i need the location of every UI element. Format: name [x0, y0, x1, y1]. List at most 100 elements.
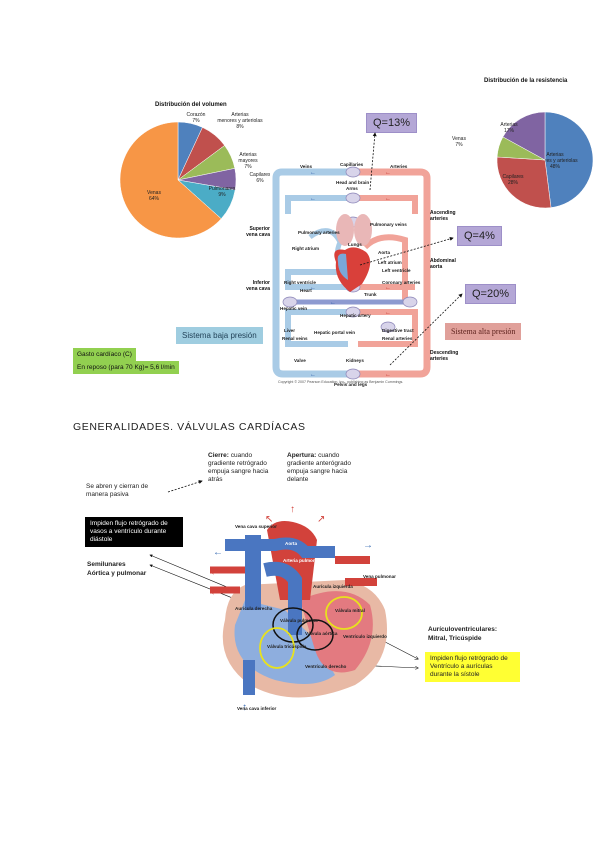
pie-slice-arterias [502, 111, 546, 161]
label-aorta: Aorta [378, 250, 390, 255]
label-veins: Veins [300, 164, 312, 169]
av-subtitle: Mitral, Tricúspide [428, 635, 482, 642]
cierre-label: Cierre: [208, 452, 229, 459]
volume-chart-title: Distribución del volumen [155, 102, 227, 108]
svg-text:←: ← [310, 170, 316, 176]
semilunar-subtitle: Aórtica y pulmonar [87, 570, 147, 577]
apertura-label: Apertura: [287, 452, 317, 459]
label-right-ventricle: Right ventricle [284, 280, 316, 285]
heart-label-ra: Aurícula derecha [235, 606, 273, 611]
heart-label-aorta: Aorta [285, 541, 297, 546]
label-left-ventricle: Left ventricle [382, 268, 411, 273]
svg-text:←: ← [385, 285, 391, 291]
heart-label-svc: Vena cava superior [235, 524, 277, 529]
aortic-valve-ring [296, 619, 334, 651]
label-renal-veins: Renal veins [282, 336, 308, 341]
high-pressure-box: Sistema alta presión [445, 323, 522, 340]
cierre-text: cuando gradiente retrógrado empuja sangr… [208, 452, 269, 483]
gasto-cardiaco-title: Gasto cardíaco (C) [73, 348, 136, 361]
heart-label-pulm-vein: Vena pulmonar [363, 574, 396, 579]
heart-label-pulm-artery: Arteria pulmonar [283, 558, 320, 563]
semilunar-function-box: Impiden flujo retrógrado de vasos a vent… [85, 517, 183, 547]
semilunar-title: Semilunares [87, 561, 126, 568]
svg-text:←: ← [385, 170, 391, 176]
tricuspid-valve-ring [259, 627, 295, 669]
svg-text:→: → [363, 540, 373, 551]
heart-label-tricuspid: Válvula tricúspide [267, 644, 307, 649]
svg-text:↑: ↑ [290, 504, 295, 515]
passive-note: Se abren y cierran de manera pasiva [86, 483, 149, 498]
label-right-atrium: Right atrium [292, 246, 319, 251]
heart-label-la: Aurícula izquierda [313, 584, 353, 589]
pie-slice-arterias-menores-y-arteriolas [544, 111, 594, 208]
circulation-diagram: ← ← ← ← ← ← ← ← ← ← Veins Capillaries Arterie… [272, 162, 431, 387]
svg-text:←: ← [385, 372, 391, 378]
label-arteries: Arteries [390, 164, 408, 169]
label-valve: Valve [294, 358, 306, 363]
label-inferior-vc: Inferior vena cava [246, 280, 270, 292]
label-superior-vc: Superior vena cava [246, 226, 270, 238]
label-heart: Heart [300, 288, 312, 293]
resistance-chart-title: Distribución de la resistencia [484, 78, 568, 84]
av-function-box: Impiden flujo retrógrado de Ventrículo a… [425, 652, 520, 682]
label-hepatic-artery: Hepatic artery [340, 313, 371, 318]
heart-valves-illustration: ↑↖↗ ←←←← ←→↑ Vena cava superior Aorta Ar… [210, 504, 396, 713]
label-liver: Liver [284, 328, 295, 333]
label-capillaries: Capillaries [340, 162, 364, 167]
heart-label-mitral: Válvula mitral [335, 608, 365, 613]
label-head-brain: Head and brain [336, 180, 369, 185]
svg-text:↑: ↑ [242, 702, 247, 713]
heart-label-lv: Ventrículo izquierdo [343, 634, 387, 639]
svg-text:←: ← [385, 310, 391, 316]
copyright-text: Copyright © 2007 Pearson Education, Inc.… [278, 380, 404, 384]
label-pulm-arteries: Pulmonary arteries [298, 230, 340, 235]
label-digestive: Digestive tract [382, 328, 414, 333]
pie-slice-capilares [496, 156, 552, 209]
label-lungs: Lungs [348, 242, 362, 247]
heart-label-pulm-valve: Válvula pulmonar [280, 618, 319, 623]
label-pulm-veins: Pulmonary veins [370, 222, 407, 227]
heart-label-ivc: Vena cava inferior [237, 706, 277, 711]
arrow-passive [167, 480, 203, 493]
low-pressure-box: Sistema baja presión [176, 327, 263, 344]
heart-label-rv: Ventrículo derecho [305, 664, 347, 669]
label-kidneys: Kidneys [346, 358, 364, 363]
pie-slice-venas [119, 121, 222, 238]
label-pelvis: Pelvis and legs [334, 382, 368, 387]
svg-text:←: ← [310, 285, 316, 291]
svg-text:←: ← [310, 196, 316, 202]
mitral-valve-ring [325, 596, 363, 630]
heart-label-aortic-valve: Válvula aórtica [305, 631, 338, 636]
section-heading: GENERALIDADES. VÁLVULAS CARDÍACAS [73, 421, 306, 433]
svg-text:←: ← [310, 372, 316, 378]
svg-text:↖: ↖ [265, 514, 273, 525]
label-arms: Arms [346, 186, 358, 191]
label-hepatic-portal: Hepatic portal vein [314, 330, 355, 335]
label-descending: Descending arteries [430, 350, 459, 362]
cierre-note: Cierre: cuando gradiente retrógrado empu… [208, 452, 276, 484]
flow-arrows: ← ← ← ← ← ← ← ← ← ← [310, 170, 391, 378]
svg-text:←: ← [213, 547, 223, 558]
label-hepatic-vein: Hepatic vein [280, 306, 307, 311]
svg-text:←: ← [385, 196, 391, 202]
gasto-cardiaco-value: En reposo (para 70 Kg)= 5,6 l/min [73, 361, 179, 374]
q-renal-box: Q=20% [465, 284, 516, 304]
label-abdominal: Abdominal aorta [430, 258, 456, 270]
label-coronary: Coronary arteries [382, 280, 421, 285]
label-left-atrium: Left atrium [378, 260, 402, 265]
svg-text:←: ← [330, 300, 336, 306]
q-coronary-box: Q=4% [457, 226, 502, 246]
label-renal-arteries: Renal arteries [382, 336, 413, 341]
svg-text:↗: ↗ [317, 514, 325, 525]
apertura-text: cuando gradiente anterógrado empuja sang… [287, 452, 351, 483]
